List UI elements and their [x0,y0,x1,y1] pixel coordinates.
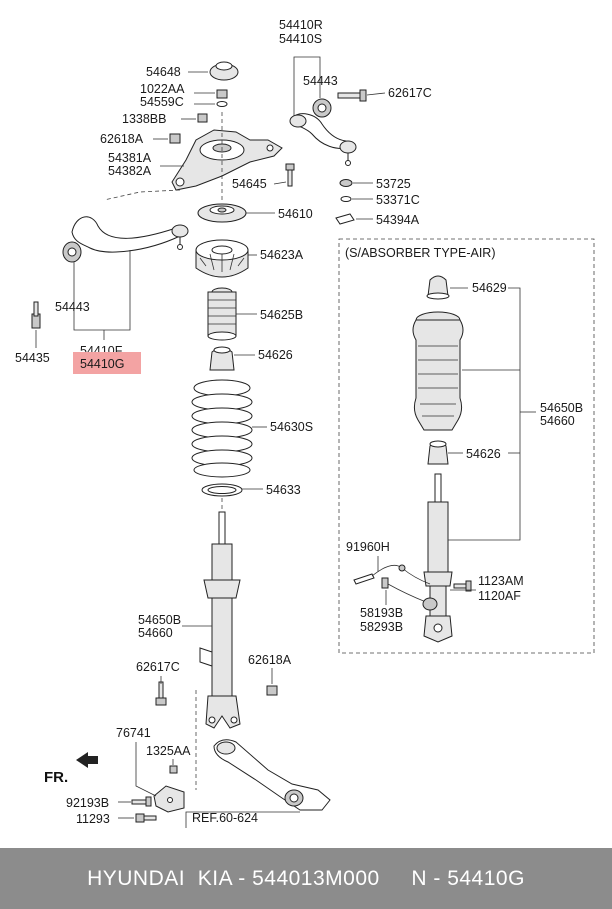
label-54660-air: 54660 [540,414,575,428]
lower-arm [213,739,331,811]
nut-62618a-top [169,133,181,144]
label-fr: FR. [44,769,68,786]
label-54645: 54645 [232,177,267,191]
coil-spring-54630s [191,379,253,478]
sensor-91960h [353,564,431,585]
bolt-54645 [285,163,295,187]
connector-58193b [381,577,438,611]
air-spring-54650b [412,311,464,431]
label-54410s: 54410S [279,32,322,46]
label-54648: 54648 [146,65,181,79]
bracket-76741 [153,785,185,813]
label-ref-60-624: REF.60-624 [192,811,258,825]
nut-1325aa [169,765,178,774]
label-1123am: 1123AM [478,574,524,588]
nut-53725 [339,179,353,187]
shock-absorber-54650b [199,511,241,729]
label-54381a: 54381A [108,151,152,165]
label-53725: 53725 [376,177,411,191]
air-strut [423,473,453,643]
washer-54559c [216,101,228,107]
pin-54394a [335,213,355,225]
air-type-title: (S/ABSORBER TYPE-AIR) [345,246,496,260]
label-11293: 11293 [76,812,110,826]
air-cap-54629 [426,275,450,300]
label-54626: 54626 [258,348,293,362]
label-58293b: 58293B [360,620,403,634]
label-54410g: 54410G [80,357,124,371]
label-54633: 54633 [266,483,301,497]
bearing-54610 [197,203,247,223]
label-54394a: 54394A [376,213,420,227]
dust-boot-54625b [207,287,237,341]
highlight-54410g [73,352,141,374]
label-76741: 76741 [116,726,151,740]
nut-1022aa [216,89,228,99]
leader-54410r [293,56,321,116]
bushing-54443-top [312,98,332,118]
parts-diagram: (S/ABSORBER TYPE-AIR) 54410R 54410S 5444… [15,18,595,828]
label-1120af: 1120AF [478,589,521,603]
bushing-54443-left [62,241,82,263]
label-62618a-bottom: 62618A [248,653,292,667]
cap-54648 [209,61,239,81]
bolt-62617c-top [337,89,367,102]
label-62617c-bottom: 62617C [136,660,180,674]
label-54650b: 54650B [138,613,181,627]
upper-arm-left [71,216,189,253]
label-58193b: 58193B [360,606,403,620]
washer-53371c [340,196,352,202]
label-1022aa: 1022AA [140,82,185,96]
spring-pad-54633 [201,483,243,497]
nut-62618a-bottom [266,685,278,696]
label-54650b-air: 54650B [540,401,583,415]
bolt-11293 [135,813,157,823]
bolt-1123am [453,580,472,592]
label-54660: 54660 [138,626,173,640]
label-54623a: 54623A [260,248,304,262]
label-54443-top: 54443 [303,74,338,88]
label-54382a: 54382A [108,164,152,178]
label-1325aa: 1325AA [146,744,191,758]
bolt-92193b [131,796,152,807]
label-54625b: 54625B [260,308,303,322]
label-54435: 54435 [15,351,50,365]
upper-arm-right [289,113,357,166]
air-bumper-54626 [427,440,449,465]
label-53371c: 53371C [376,193,420,207]
label-54626-air: 54626 [466,447,501,461]
spring-pad-54623a [195,239,249,278]
label-54630s: 54630S [270,420,313,434]
label-54559c: 54559C [140,95,184,109]
bumper-54626 [209,346,235,371]
label-62617c-top: 62617C [388,86,432,100]
nut-1338bb [197,113,208,123]
label-54443-left: 54443 [55,300,90,314]
label-54610: 54610 [278,207,313,221]
label-62618a-top: 62618A [100,132,144,146]
label-1338bb: 1338BB [122,112,166,126]
bolt-62617c-bottom [155,681,167,706]
label-92193b: 92193B [66,796,109,810]
air-type-box [338,238,595,654]
label-54410r: 54410R [279,18,323,32]
label-54629: 54629 [472,281,507,295]
leader-54410f [73,250,131,331]
bolt-54435 [31,301,41,329]
diagram-canvas: (S/ABSORBER TYPE-AIR) 54410R 54410S 5444… [15,18,595,828]
front-arrow-icon [76,752,98,768]
footer-part-number-text: HYUNDAI KIA - 544013M000 N - 54410G [87,866,525,890]
part-number-footer: HYUNDAI KIA - 544013M000 N - 54410G [0,848,612,909]
label-91960h: 91960H [346,540,390,554]
